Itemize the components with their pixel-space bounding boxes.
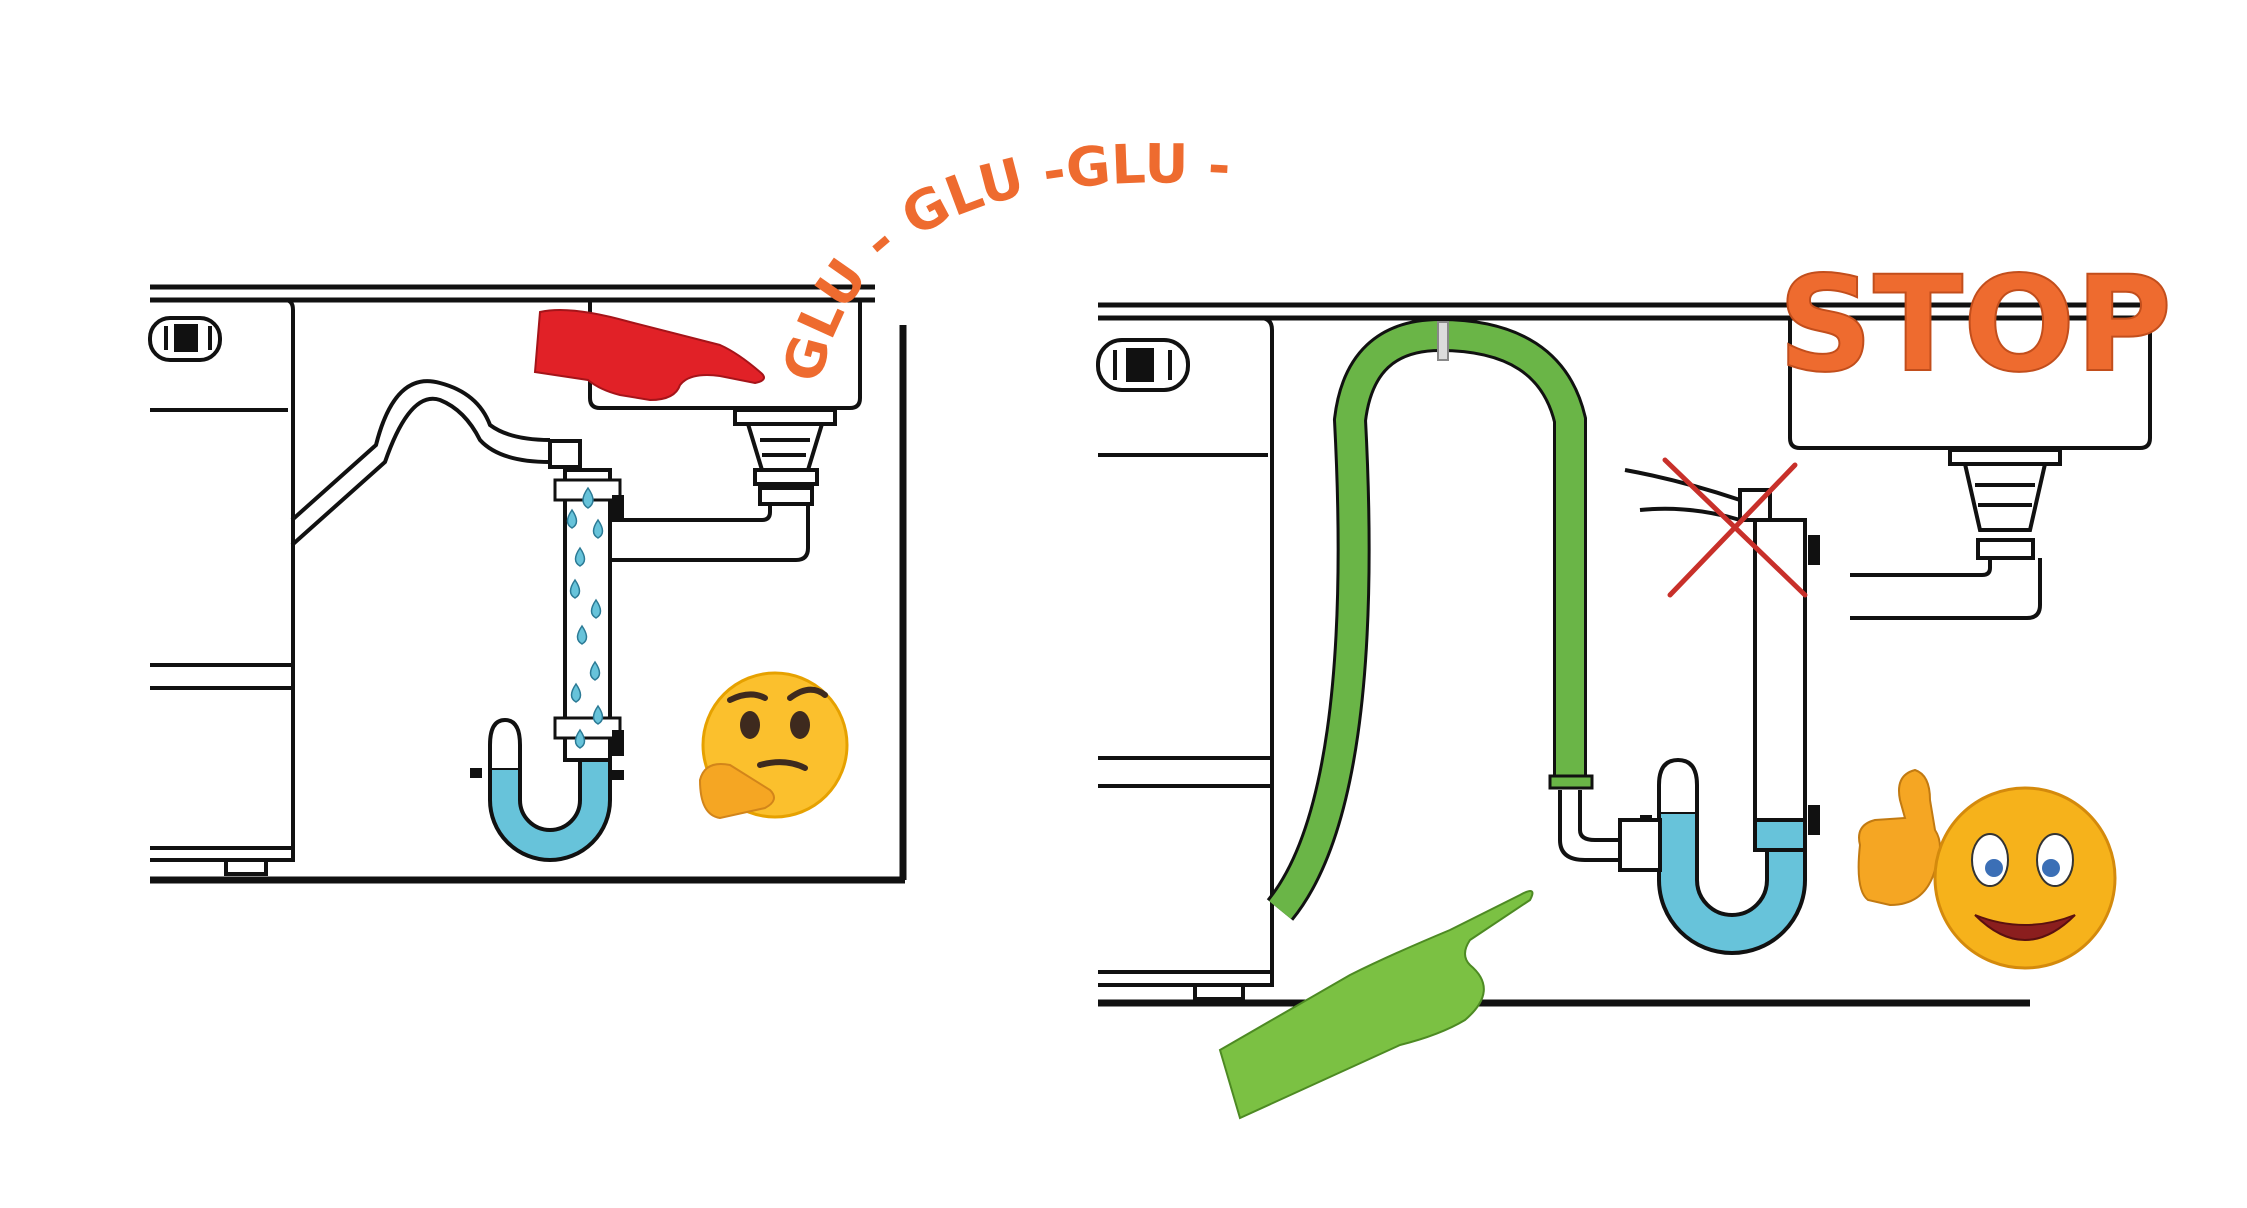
thumbs-up-icon — [1857, 768, 1941, 907]
pointing-hand-icon — [1218, 890, 1534, 1120]
panel-correct: STOP — [1096, 247, 2173, 1120]
cabinet-outline-2 — [1098, 302, 2150, 1007]
panel-incorrect: GLU - GLU -GLU - GLU — [0, 0, 1232, 884]
pointing-hand-icon — [533, 308, 765, 402]
siphon-trap-1 — [470, 717, 624, 862]
siphon-trap-2 — [1640, 757, 1807, 955]
drain-hose-1 — [290, 379, 582, 547]
control-panel-2 — [1096, 338, 1190, 392]
sink-basin-2 — [1788, 318, 2152, 620]
smiling-face-icon — [1933, 786, 2117, 970]
cross-mark-icon — [1662, 457, 1808, 598]
standpipe-2 — [1753, 518, 1820, 835]
water-droplets — [566, 486, 604, 749]
dishwasher-2 — [1096, 316, 1274, 1001]
sink-basin-1 — [588, 300, 862, 562]
control-panel-1 — [148, 316, 222, 362]
stop-caption: STOP — [1778, 248, 2172, 402]
standpipe-1 — [553, 468, 624, 762]
dishwasher-1 — [148, 298, 295, 876]
drain-hose-2 — [1266, 317, 1662, 921]
thinking-face-icon — [698, 671, 849, 820]
